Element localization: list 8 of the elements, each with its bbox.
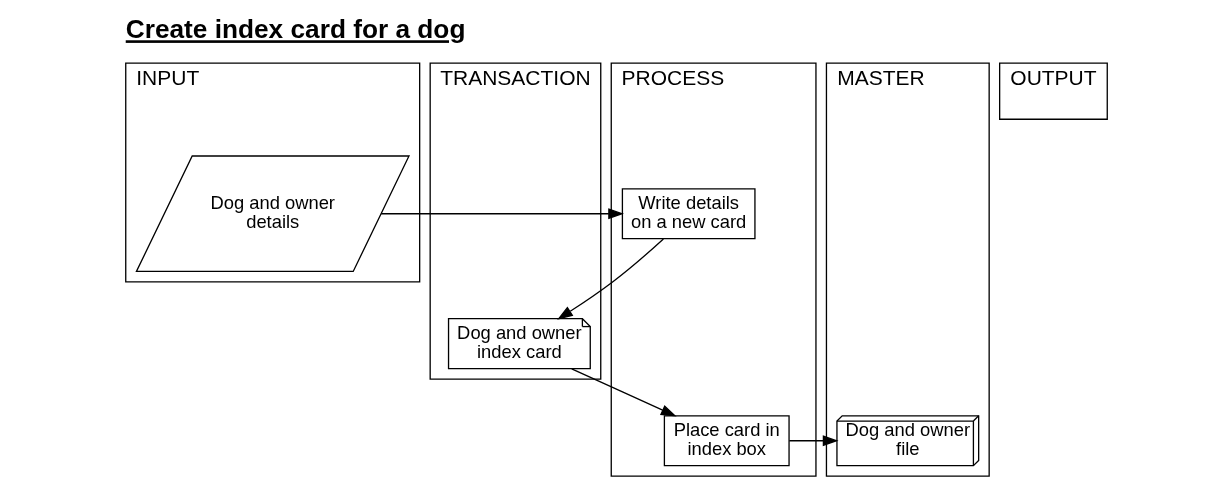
arrow (788, 435, 838, 447)
arrow (380, 208, 624, 220)
node-box: Place card in index box (663, 415, 790, 467)
arrow (556, 238, 664, 320)
arrow (570, 368, 677, 417)
node-box: OUTPUT (998, 62, 1108, 120)
diagram-title: Create index card for a dog (125, 14, 465, 45)
node-box: Write details on a new card (621, 188, 756, 240)
